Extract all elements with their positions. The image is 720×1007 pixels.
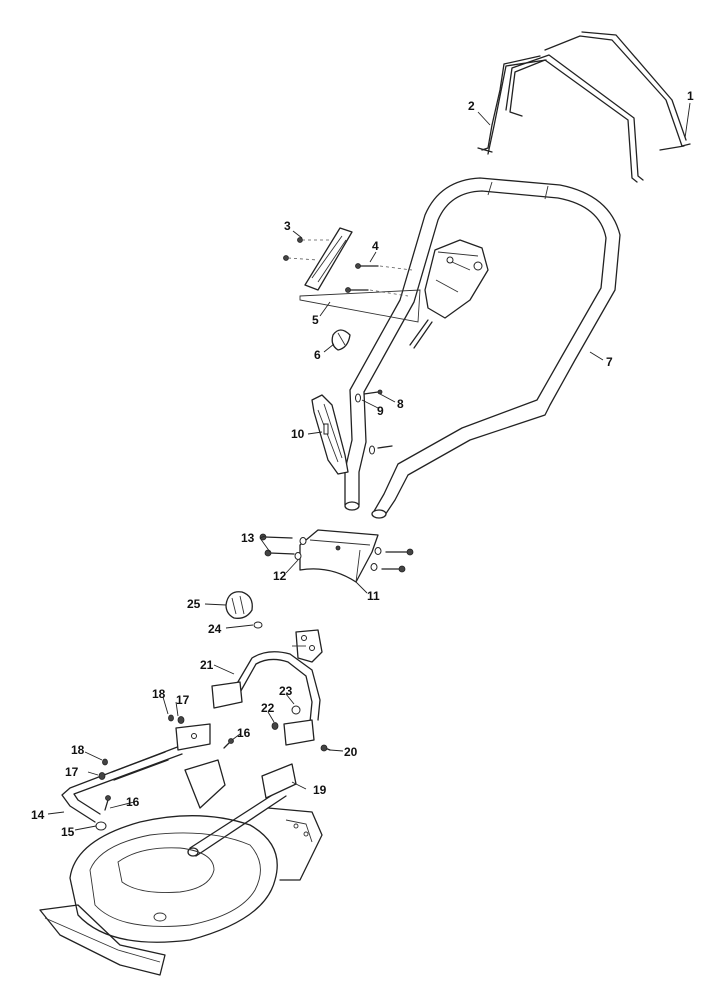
part-22-23-hardware (271, 705, 301, 730)
part-7-upper-handle (344, 177, 621, 519)
callout-25: 25 (187, 597, 201, 611)
callout-14: 14 (31, 808, 45, 822)
callout-4: 4 (372, 239, 379, 253)
part-21-lower-handle (211, 629, 323, 746)
part-5-bracket-outline (299, 289, 421, 323)
callout-24: 24 (208, 622, 222, 636)
part-control-box (409, 239, 489, 349)
callout-16a: 16 (237, 726, 251, 740)
mower-deck (39, 759, 323, 976)
callout-17b: 17 (65, 765, 79, 779)
part-11-base-bracket (299, 529, 379, 583)
part-2-safety-bail (477, 55, 547, 155)
part-3-cable-clip (283, 227, 353, 291)
callout-23: 23 (279, 684, 293, 698)
callout-13: 13 (241, 531, 255, 545)
callout-12: 12 (273, 569, 287, 583)
part-15-17-18-hardware (95, 714, 331, 831)
callout-9: 9 (377, 404, 384, 418)
part-10-handle-bracket (311, 394, 349, 475)
callout-10: 10 (291, 427, 305, 441)
part-24-washer (253, 621, 263, 629)
callout-21: 21 (200, 658, 214, 672)
callout-15: 15 (61, 825, 75, 839)
callout-7: 7 (606, 355, 613, 369)
part-4-screws (345, 263, 413, 297)
callout-18a: 18 (152, 687, 166, 701)
callout-labels: 1 2 3 4 5 6 7 8 9 10 11 12 13 14 15 16 1… (31, 89, 694, 839)
callout-3: 3 (284, 219, 291, 233)
part-12-nuts (294, 537, 382, 571)
part-25-handle-knob (225, 591, 253, 619)
callout-19: 19 (313, 783, 327, 797)
callout-20: 20 (344, 745, 358, 759)
callout-16b: 16 (126, 795, 140, 809)
callout-22: 22 (261, 701, 275, 715)
callout-6: 6 (314, 348, 321, 362)
callout-17a: 17 (176, 693, 190, 707)
leader-lines (47, 102, 691, 831)
part-14-lower-tube (61, 723, 211, 823)
callout-18b: 18 (71, 743, 85, 757)
part-6-cable-tie (331, 329, 351, 351)
callout-5: 5 (312, 313, 319, 327)
part-1-brake-bail (505, 31, 691, 183)
callout-1: 1 (687, 89, 694, 103)
callout-8: 8 (397, 397, 404, 411)
callout-11: 11 (367, 589, 380, 603)
callout-2: 2 (468, 99, 475, 113)
part-8-9-bolts (355, 389, 393, 455)
